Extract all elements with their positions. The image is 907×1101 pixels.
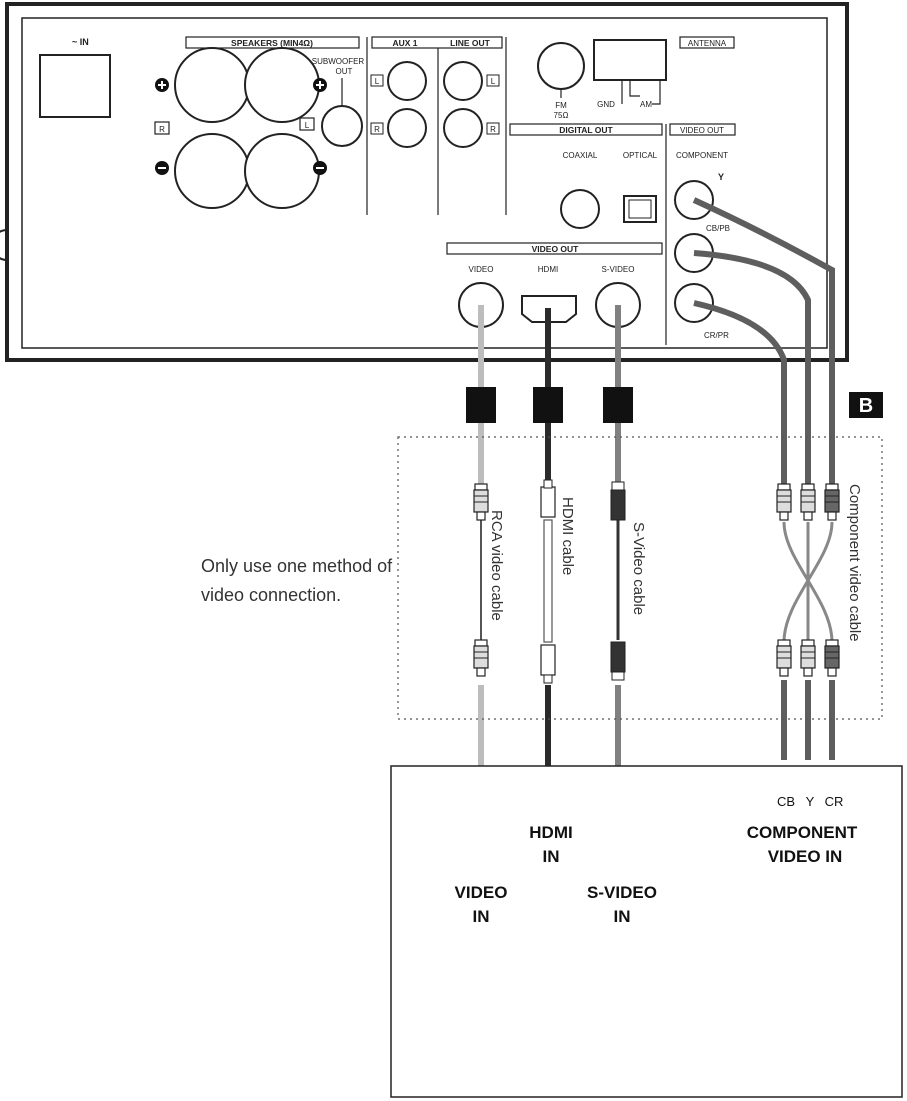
hdmi-cable (533, 308, 563, 812)
lineout-r-tag: R (490, 125, 496, 134)
am-label: AM (640, 100, 652, 109)
gnd-label: GND (597, 100, 615, 109)
aux-jack-l (387, 61, 427, 101)
ac-in-label: ~ IN (72, 37, 89, 47)
right-label: R (159, 125, 165, 134)
tv-cr-label: CR (825, 794, 844, 809)
speakers-label: SPEAKERS (MIN4Ω) (231, 38, 313, 48)
receiver-rear-panel: ~ IN SPEAKERS (MIN4Ω) R L SUBWOOFER OUT … (0, 2, 849, 362)
connection-note-line2: video connection. (201, 585, 341, 605)
speaker-terminal (244, 47, 320, 123)
subwoofer-label: SUBWOOFER (312, 57, 365, 66)
component-in-label-2: VIDEO IN (768, 847, 843, 866)
fm-ohm-label: 75Ω (554, 111, 569, 120)
video-in-label: VIDEO (455, 883, 508, 902)
left-label: L (305, 121, 310, 130)
ferrite-core (533, 387, 563, 423)
svideo-in-label-2: IN (614, 907, 631, 926)
fm-antenna-jack (537, 42, 585, 90)
svideo-in-label: S-VIDEO (587, 883, 657, 902)
optical-label: OPTICAL (623, 151, 658, 160)
hdmi-in-label: HDMI (529, 823, 572, 842)
component-in-label: COMPONENT (747, 823, 858, 842)
svideo-label: S-VIDEO (602, 265, 635, 274)
component-label: COMPONENT (676, 151, 728, 160)
tv-back-panel (390, 765, 903, 1098)
video-in-label-2: IN (473, 907, 490, 926)
tv-y-label: Y (806, 794, 815, 809)
ac-inlet (39, 54, 111, 118)
video-out-bottom-label: VIDEO OUT (532, 244, 580, 254)
y-label: Y (718, 172, 724, 182)
connection-note-line1: Only use one method of (201, 556, 393, 576)
video-label: VIDEO (469, 265, 494, 274)
antenna-label: ANTENNA (688, 39, 727, 48)
fm-label: FM (555, 101, 567, 110)
ferrite-core (603, 387, 633, 423)
hdmi-cable-label: HDMI cable (559, 497, 576, 575)
component-video-cable (692, 197, 840, 760)
lineout-jack-r (443, 108, 483, 148)
component-cable-label: Component video cable (846, 484, 863, 642)
subwoofer-jack (321, 105, 363, 147)
cb-label: CB/PB (706, 224, 730, 233)
digital-out-label: DIGITAL OUT (559, 125, 613, 135)
am-antenna-terminal (593, 39, 667, 81)
aux-r-tag: R (374, 125, 380, 134)
speaker-terminal (174, 47, 250, 123)
speaker-terminal (174, 133, 250, 209)
coaxial-label: COAXIAL (563, 151, 598, 160)
subwoofer-out-label: OUT (336, 67, 353, 76)
line-out-label: LINE OUT (450, 38, 490, 48)
aux-label: AUX 1 (392, 38, 417, 48)
cr-label: CR/PR (704, 331, 729, 340)
speaker-terminal (244, 133, 320, 209)
lineout-l-tag: L (491, 77, 496, 86)
cable-options-region (397, 436, 883, 720)
aux-jack-r (387, 108, 427, 148)
coaxial-jack (560, 189, 600, 229)
svideo-cable-label: S-Video cable (630, 522, 647, 615)
lineout-jack-l (443, 61, 483, 101)
hdmi-in-label-2: IN (543, 847, 560, 866)
section-letter: B (859, 395, 873, 417)
section-badge (849, 392, 883, 418)
panel-frame (5, 2, 849, 362)
rca-cable-label: RCA video cable (488, 510, 505, 621)
video-out-side-label: VIDEO OUT (680, 126, 724, 135)
hdmi-label: HDMI (538, 265, 558, 274)
svideo-cable (603, 305, 633, 880)
aux-l-tag: L (375, 77, 380, 86)
ferrite-core (466, 387, 496, 423)
tv-cb-label: CB (777, 794, 795, 809)
